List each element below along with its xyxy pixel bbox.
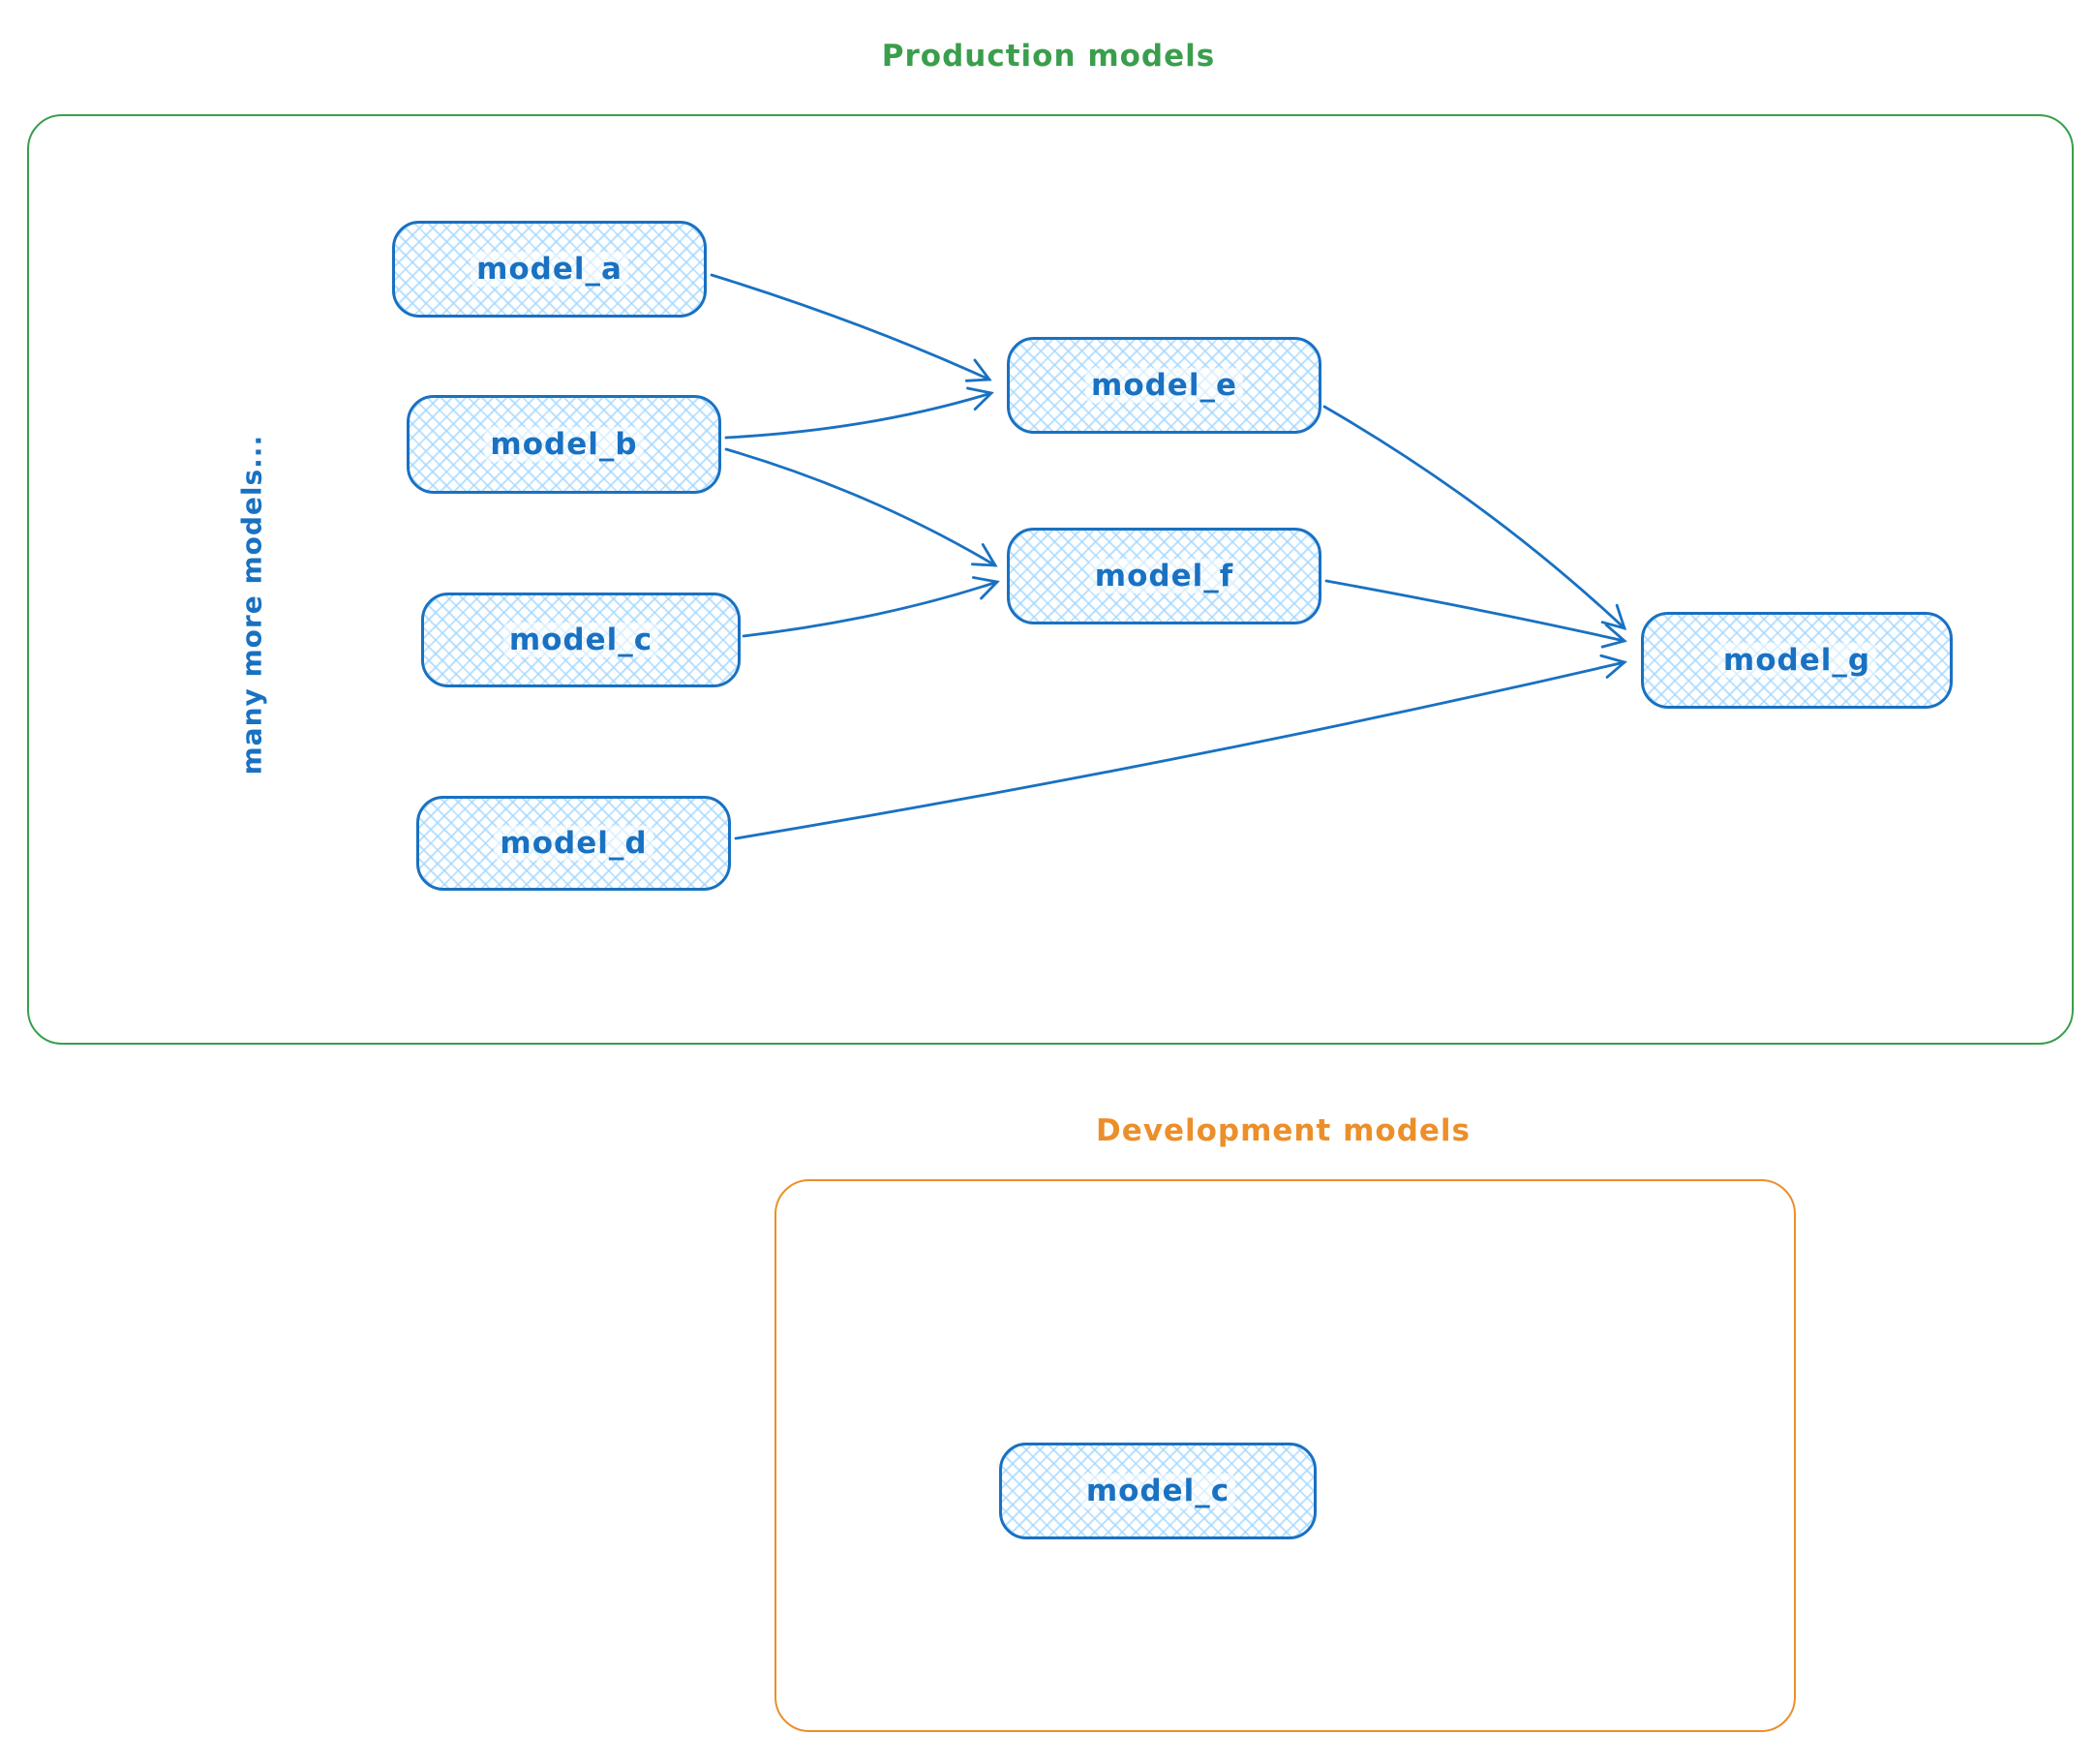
- node-model-g-label: model_g: [1716, 643, 1877, 678]
- node-dev-model-c-label: model_c: [1079, 1474, 1236, 1508]
- development-frame: [774, 1179, 1796, 1732]
- node-model-d-label: model_d: [494, 826, 653, 861]
- node-model-a-label: model_a: [471, 252, 628, 287]
- many-more-models-note: many more models...: [235, 434, 268, 776]
- node-model-c: model_c: [421, 593, 741, 687]
- node-dev-model-c: model_c: [999, 1443, 1317, 1539]
- node-model-f: model_f: [1007, 528, 1321, 624]
- node-model-e: model_e: [1007, 337, 1321, 434]
- node-model-a: model_a: [392, 221, 707, 318]
- production-title: Production models: [881, 39, 1216, 74]
- node-model-b: model_b: [407, 395, 721, 494]
- node-model-d: model_d: [416, 796, 731, 891]
- node-model-g: model_g: [1641, 612, 1953, 709]
- node-model-c-label: model_c: [502, 623, 659, 657]
- production-frame: [27, 114, 2074, 1045]
- development-title: Development models: [1095, 1113, 1471, 1148]
- node-model-f-label: model_f: [1088, 559, 1240, 593]
- node-model-e-label: model_e: [1085, 368, 1243, 403]
- node-model-b-label: model_b: [484, 427, 644, 462]
